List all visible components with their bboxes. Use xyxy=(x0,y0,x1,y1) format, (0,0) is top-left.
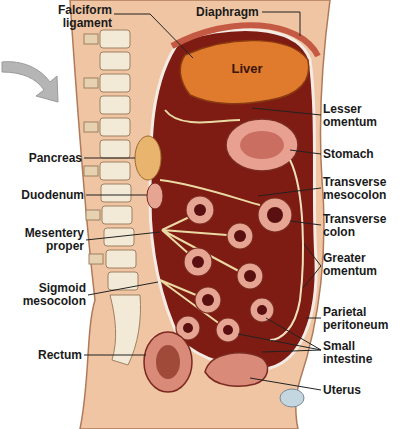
leader-line xyxy=(262,350,321,352)
lumen xyxy=(234,230,246,242)
pancreas xyxy=(135,136,161,180)
stomach xyxy=(226,119,298,171)
intestine-loop xyxy=(237,263,263,289)
leader-line xyxy=(250,378,321,390)
intestine-loop xyxy=(250,298,274,322)
part-label: Liver xyxy=(212,62,282,75)
peritoneal-cavity xyxy=(150,30,316,369)
leader-line xyxy=(86,195,147,196)
rectum xyxy=(144,332,192,392)
part-label: Diaphragm xyxy=(196,6,286,19)
vertebral-column xyxy=(100,30,141,365)
leader-line xyxy=(258,188,321,196)
lumen xyxy=(194,204,206,216)
rectum-lumen xyxy=(156,345,180,379)
spinous-process xyxy=(84,122,98,132)
vertebra xyxy=(100,74,130,92)
vertebra xyxy=(100,52,130,70)
leader-line xyxy=(84,158,135,159)
vertebra xyxy=(104,228,134,246)
intestine-loop xyxy=(227,223,253,249)
part-label: Greater omentum xyxy=(323,252,393,278)
part-label: Lesser omentum xyxy=(323,103,393,129)
vertebra xyxy=(101,184,131,202)
part-label: Parietal peritoneum xyxy=(323,306,403,332)
leader-line xyxy=(238,334,321,350)
lumen xyxy=(257,305,267,315)
part-label: Sigmoid mesocolon xyxy=(4,282,86,308)
vertebra xyxy=(100,118,130,136)
pointer-arrow xyxy=(2,62,58,102)
leader-line xyxy=(290,150,321,154)
intestine-loop xyxy=(186,196,214,224)
stomach-lumen xyxy=(240,131,284,159)
lumen xyxy=(202,294,214,306)
leader-lines xyxy=(84,12,321,390)
leader-line xyxy=(290,221,321,225)
vertebra xyxy=(100,30,130,48)
intestine-loop xyxy=(184,248,212,276)
spinous-process xyxy=(89,254,103,264)
vertebra xyxy=(100,140,130,158)
lumen xyxy=(267,207,283,223)
lumen xyxy=(183,323,193,333)
lumen xyxy=(192,256,204,268)
leader-line xyxy=(114,14,193,58)
part-label: Transverse colon xyxy=(323,213,403,239)
part-label: Stomach xyxy=(323,148,403,161)
bladder xyxy=(280,389,304,407)
intestine-loop xyxy=(216,318,240,342)
vertebra xyxy=(100,162,130,180)
spinal-processes xyxy=(84,34,103,264)
lumen xyxy=(223,325,233,335)
intestine-loop xyxy=(195,287,221,313)
vertebra xyxy=(108,272,138,290)
part-label: Pancreas xyxy=(0,152,82,165)
leader-line xyxy=(84,355,146,356)
duodenum xyxy=(147,183,163,209)
vertebra xyxy=(106,250,136,268)
spinous-process xyxy=(84,34,98,44)
spinous-process xyxy=(84,78,98,88)
spinous-process xyxy=(84,166,98,176)
vertebra xyxy=(100,96,130,114)
part-label: Uterus xyxy=(323,384,403,397)
body-outline xyxy=(70,0,330,429)
part-label: Small intestine xyxy=(323,340,385,366)
vertebra xyxy=(102,206,132,224)
leader-line xyxy=(88,282,158,295)
greater-omentum xyxy=(270,160,303,340)
part-label: Rectum xyxy=(0,349,82,362)
leader-line xyxy=(262,12,300,36)
part-label: Transverse mesocolon xyxy=(323,176,405,202)
spinous-process xyxy=(86,210,100,220)
part-label: Mesentery proper xyxy=(10,227,84,253)
leader-line xyxy=(306,318,321,319)
leader-line xyxy=(303,244,321,288)
intestine-lumens xyxy=(183,204,283,335)
lumen xyxy=(244,270,256,282)
uterus xyxy=(205,353,268,386)
intestine-loops xyxy=(176,196,292,342)
liver xyxy=(180,41,308,104)
leader-line xyxy=(252,108,321,115)
leader-line xyxy=(86,232,160,240)
part-label: Falciform ligament xyxy=(40,4,112,30)
part-label: Duodenum xyxy=(0,189,84,202)
transverse-colon xyxy=(258,198,292,232)
